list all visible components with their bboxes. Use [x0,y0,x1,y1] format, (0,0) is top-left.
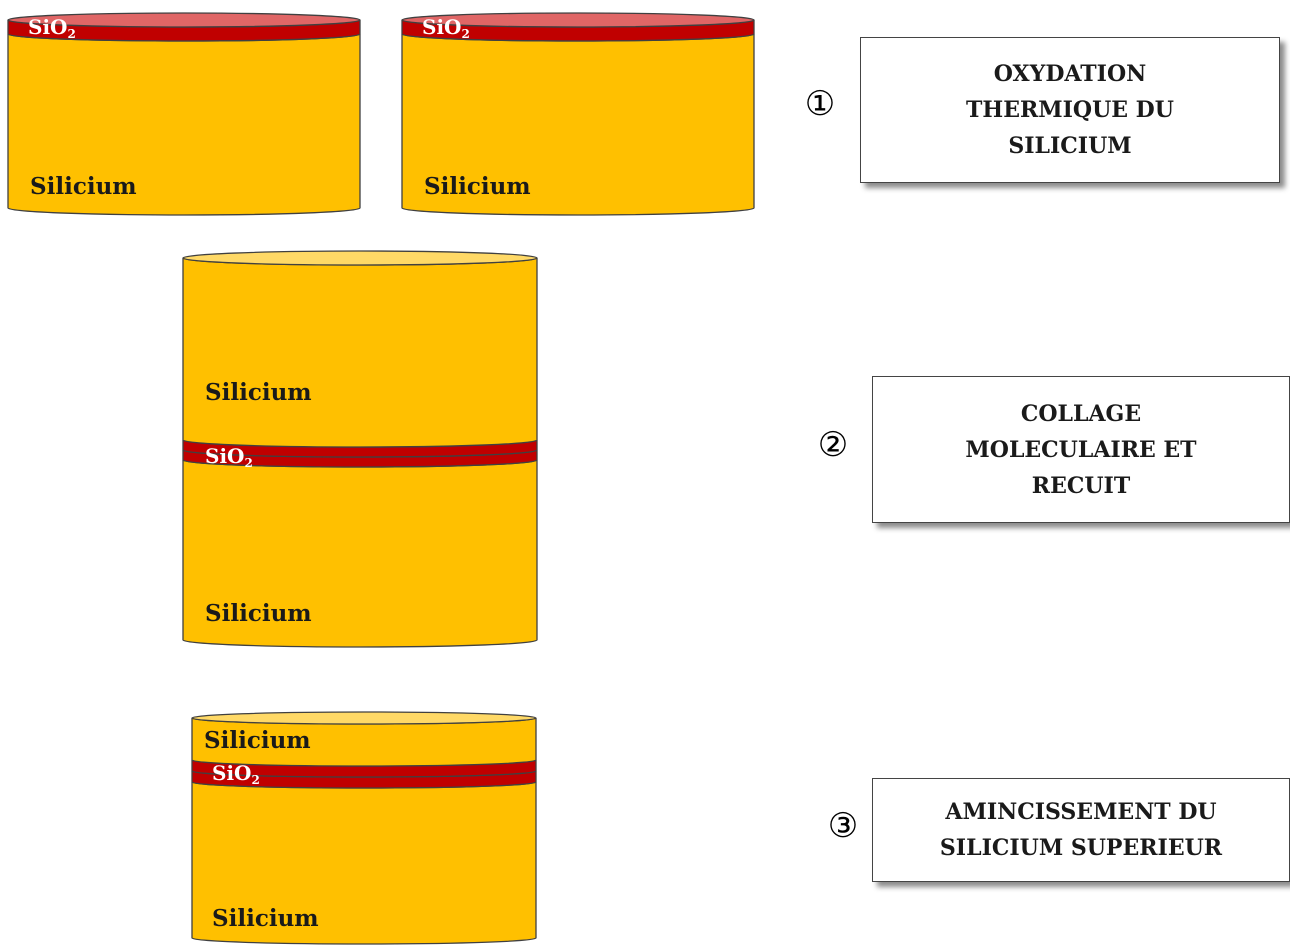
step-3-box: AMINCISSEMENT DU SILICIUM SUPERIEUR [872,778,1290,882]
oxide-top-surface [7,12,361,28]
silicon-label: Silicium [424,173,531,200]
step-1-label: OXYDATION THERMIQUE DU SILICIUM [966,61,1174,159]
step-3-label: AMINCISSEMENT DU SILICIUM SUPERIEUR [939,799,1223,861]
step-1-number: ① [804,84,836,124]
step-1-box: OXYDATION THERMIQUE DU SILICIUM [860,37,1280,183]
silicon-top-surface [182,250,538,266]
oxide-top-surface [401,12,755,28]
silicon-top-layer [182,257,538,448]
step-2-box: COLLAGE MOLECULAIRE ET RECUIT [872,376,1290,523]
step-2-number: ② [817,425,849,465]
step-2-label: COLLAGE MOLECULAIRE ET RECUIT [965,400,1197,499]
silicon-top-surface [191,711,537,725]
step-3-number: ③ [827,806,859,846]
silicon-bottom-label: Silicium [205,600,312,627]
silicon-top-label: Silicium [205,379,312,406]
silicon-thin-label: Silicium [204,727,311,754]
silicon-label: Silicium [30,173,137,200]
silicon-substrate-label: Silicium [212,905,319,932]
